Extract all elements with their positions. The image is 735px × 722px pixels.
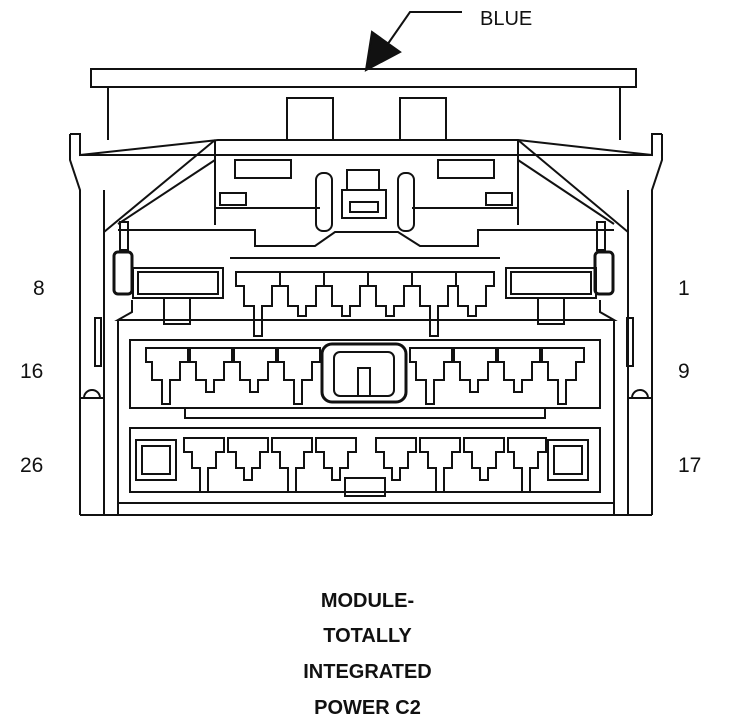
pin-label-row3-right: 17 (678, 454, 702, 477)
latch-assembly (103, 139, 629, 247)
row3-pin-cavities (183, 437, 547, 493)
cavity-row-1 (114, 257, 618, 337)
pin-label-row3-left: 26 (20, 454, 44, 477)
row1-pin-cavities (235, 271, 495, 337)
caption-line-1: MODULE- (320, 590, 415, 612)
row2-pin-cavities (145, 347, 585, 405)
connector-housing (69, 68, 663, 516)
pin-label-row2-right: 9 (678, 360, 690, 383)
caption-line-2: TOTALLY (323, 625, 412, 647)
wire-color-label: BLUE (480, 8, 533, 30)
pin-label-row1-right: 1 (678, 277, 690, 300)
pin-label-row2-left: 16 (20, 360, 44, 383)
caption-line-4: POWER C2 (314, 697, 421, 719)
caption-line-3: INTEGRATED (303, 661, 432, 683)
pin-label-row1-left: 8 (33, 277, 45, 300)
cavity-row-2 (129, 339, 601, 419)
color-leader-arrow (364, 11, 462, 72)
cavity-row-3 (129, 427, 601, 497)
